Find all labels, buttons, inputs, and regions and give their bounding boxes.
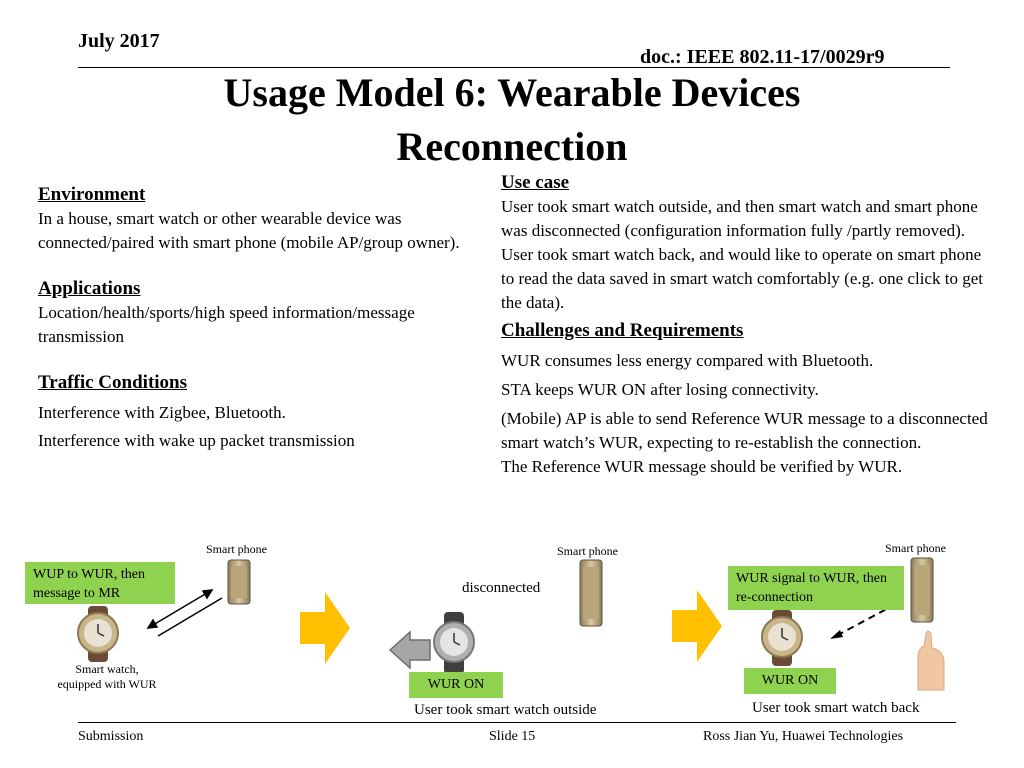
usecase-line: User took smart watch back, and would li… [501,245,983,312]
usage-diagram [77,557,945,691]
left-arrow-icon [388,630,431,670]
challenge-item: WUR consumes less energy compared with B… [501,351,874,370]
smart-phone-icon [227,559,251,605]
applications-heading: Applications [38,278,141,299]
caption-back: User took smart watch back [752,700,920,716]
smart-watch-icon [433,612,475,674]
right-arrow-icon [672,590,722,662]
footer-author: Ross Jian Yu, Huawei Technologies [703,729,904,744]
wur-signal-box: WUR signal to WUR, then re-connection [728,566,904,610]
traffic-heading: Traffic Conditions [38,372,188,393]
hand-icon [917,630,945,691]
phone3-caption: Smart phone [885,541,946,555]
right-arrow-icon [300,592,350,664]
wur-on-badge: WUR ON [744,668,836,694]
challenges-heading: Challenges and Requirements [501,320,744,341]
footer-submission: Submission [78,729,144,744]
slide-title-line2: Reconnection [396,124,628,169]
header-rule [78,67,950,68]
right-column: Use case User took smart watch outside, … [501,171,991,479]
slide-title: Usage Model 6: Wearable Devices Reconnec… [120,66,904,174]
traffic-item: Interference with wake up packet transmi… [38,431,355,450]
phone1-caption: Smart phone [206,542,267,556]
header-date: July 2017 [78,30,160,52]
watch1-caption-line: Smart watch, [75,662,139,676]
smart-phone-icon [910,557,934,623]
left-column: Environment In a house, smart watch or o… [38,183,488,453]
smart-watch-icon [77,606,119,662]
applications-text: Location/health/sports/high speed inform… [38,303,415,346]
watch1-caption-line: equipped with WUR [57,677,157,691]
environment-heading: Environment [38,184,146,205]
watch1-caption: Smart watch, equipped with WUR [47,662,167,692]
usecase-heading: Use case [501,172,570,193]
environment-text: In a house, smart watch or other wearabl… [38,209,460,252]
phone2-caption: Smart phone [557,544,618,558]
usecase-line: User took smart watch outside, and then … [501,197,978,240]
slide-title-line1: Usage Model 6: Wearable Devices [223,70,801,115]
traffic-item: Interference with Zigbee, Bluetooth. [38,403,286,422]
challenge-item: (Mobile) AP is able to send Reference WU… [501,409,988,452]
smart-phone-icon [579,559,603,627]
challenge-item: The Reference WUR message should be veri… [501,457,903,476]
footer-slide-number: Slide 15 [489,729,536,744]
dashed-arrow-icon [830,603,897,639]
footer-rule [78,722,956,723]
caption-outside: User took smart watch outside [414,702,597,718]
bidirectional-arrow-icon [146,589,223,637]
wup-message-box: WUP to WUR, then message to MR [25,562,175,604]
header-doc-id: doc.: IEEE 802.11-17/0029r9 [640,46,885,68]
disconnected-label: disconnected [462,580,541,596]
wur-on-badge: WUR ON [409,672,503,698]
challenge-item: STA keeps WUR ON after losing connectivi… [501,380,819,399]
smart-watch-icon [761,610,803,666]
